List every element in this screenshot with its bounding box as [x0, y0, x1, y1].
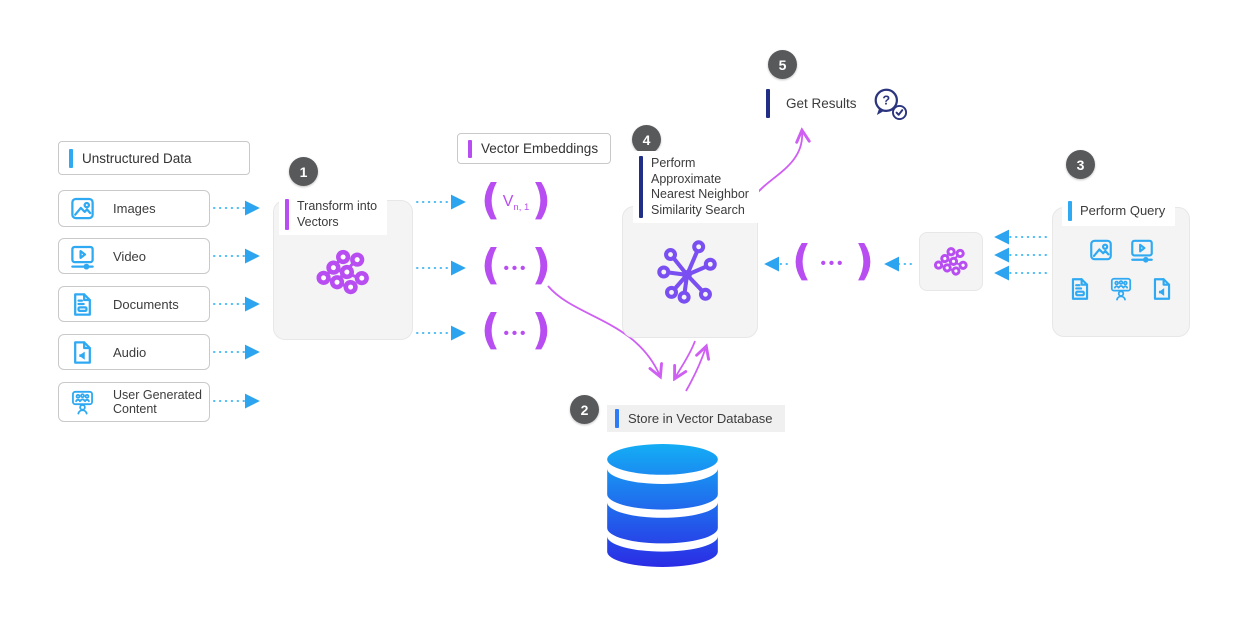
audio-icon — [1149, 276, 1175, 302]
open-bracket: ( — [481, 240, 501, 289]
store-database-label: Store in Vector Database — [607, 405, 785, 432]
image-icon — [1088, 237, 1114, 263]
source-item-label: Audio — [113, 344, 147, 360]
document-icon — [1067, 276, 1093, 302]
source-item-label: Documents — [113, 296, 179, 312]
accent-bar — [615, 409, 619, 428]
label-line: Vectors — [297, 214, 339, 229]
step-number: 2 — [580, 401, 589, 418]
step-5-badge: 5 — [768, 50, 797, 79]
database-cylinder-icon — [607, 444, 718, 567]
transform-to-embedding-arrows — [416, 194, 466, 341]
open-bracket: ( — [481, 305, 501, 354]
user-generated-content-icon — [69, 389, 96, 416]
vector-embeddings-label: Vector Embeddings — [457, 133, 612, 164]
perform-query-label: Perform Query — [1062, 196, 1176, 226]
close-bracket: ) — [531, 175, 551, 224]
question-answered-icon: ? — [874, 88, 908, 120]
transform-label-text: Transform into Vectors — [297, 199, 377, 230]
video-icon — [69, 243, 96, 270]
label-line: Approximate — [651, 171, 722, 186]
query-icons-row-2 — [1067, 276, 1175, 302]
image-icon — [69, 195, 96, 222]
step-number: 3 — [1076, 156, 1085, 173]
source-item-label: Images — [113, 201, 156, 216]
ellipsis: ••• — [820, 255, 846, 272]
close-bracket: ) — [531, 305, 551, 354]
ellipsis: ••• — [503, 324, 529, 342]
open-bracket: ( — [481, 175, 501, 224]
transform-label: Transform into Vectors — [279, 194, 388, 235]
ellipsis: ••• — [503, 259, 529, 277]
unstructured-data-title: Unstructured Data — [82, 150, 192, 166]
vector-symbol: Vn, 1 — [502, 192, 530, 214]
label-line: Perform — [651, 156, 696, 170]
similarity-search-label: Perform Approximate Nearest Neighbor Sim… — [633, 151, 759, 223]
label-line: Nearest Neighbor — [651, 187, 749, 201]
source-item-label: Video — [113, 248, 147, 264]
source-to-transform-arrows — [213, 200, 260, 409]
query-embedding-vector: ( ••• ) — [792, 235, 874, 287]
step-number: 5 — [778, 56, 787, 73]
similarity-search-star-icon — [657, 240, 717, 304]
step-4-badge: 4 — [632, 125, 661, 154]
open-bracket: ( — [792, 235, 812, 285]
source-item-label: User Generated Content — [113, 387, 202, 417]
audio-icon — [69, 339, 96, 366]
video-icon — [1129, 237, 1155, 263]
label-line: Similarity Search — [651, 202, 745, 217]
label-line: Transform into — [297, 199, 378, 213]
perform-query-text: Perform Query — [1080, 203, 1166, 219]
source-item-images: Images — [58, 190, 210, 227]
embedding-vector-2: ( ••• ) — [481, 240, 551, 291]
get-results-label: Get Results — [786, 96, 857, 111]
accent-bar — [468, 139, 472, 158]
source-item-user-generated-content: User Generated Content — [58, 382, 210, 422]
close-bracket: ) — [854, 235, 874, 285]
accent-bar — [69, 148, 73, 168]
embedding-vector-3: ( ••• ) — [481, 305, 551, 356]
svg-text:?: ? — [882, 94, 890, 108]
step-number: 4 — [642, 131, 651, 148]
accent-bar — [1068, 201, 1072, 221]
query-transform-network-icon — [933, 244, 969, 280]
accent-bar — [285, 199, 289, 230]
source-item-documents: Documents — [58, 286, 210, 322]
perform-query-box — [1052, 207, 1190, 337]
step-1-badge: 1 — [289, 157, 318, 186]
similarity-search-label-text: Perform Approximate Nearest Neighbor Sim… — [651, 156, 749, 218]
accent-bar — [766, 89, 770, 118]
vector-transform-network-icon — [315, 245, 371, 301]
user-generated-content-icon — [1108, 276, 1134, 302]
query-modality-icons — [1052, 237, 1190, 302]
step-3-badge: 3 — [1066, 150, 1095, 179]
source-item-audio: Audio — [58, 334, 210, 370]
step-number: 1 — [299, 163, 308, 180]
source-item-video: Video — [58, 238, 210, 274]
step-2-badge: 2 — [570, 395, 599, 424]
query-icons-row-1 — [1088, 237, 1155, 263]
close-bracket: ) — [531, 240, 551, 289]
vector-embeddings-title: Vector Embeddings — [481, 141, 599, 156]
store-database-text: Store in Vector Database — [628, 411, 773, 426]
document-icon — [69, 291, 96, 318]
accent-bar — [639, 156, 643, 218]
unstructured-data-label: Unstructured Data — [58, 141, 250, 175]
embedding-vector-1: ( Vn, 1 ) — [481, 175, 551, 226]
